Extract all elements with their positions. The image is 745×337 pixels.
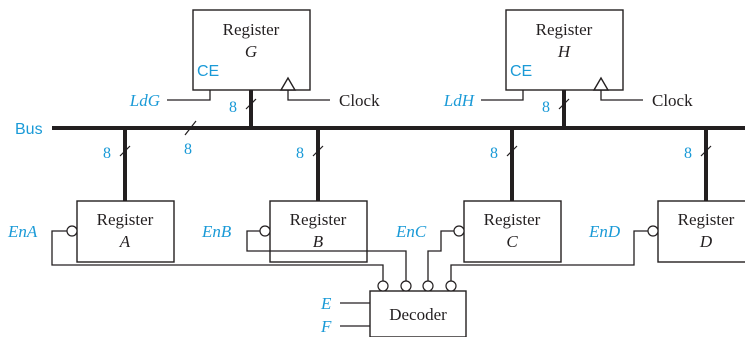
register-h-title: Register <box>536 20 593 39</box>
decoder-output-bubble-b <box>400 280 412 292</box>
register-c-name: C <box>506 232 518 251</box>
register-d: 8 Register D EnD <box>588 128 745 263</box>
register-h-box <box>505 9 624 91</box>
register-c-enable-bubble <box>453 225 465 237</box>
register-a: 8 Register A EnA <box>7 128 175 263</box>
register-a-width-tick <box>119 145 131 157</box>
register-c: 8 Register C EnC <box>395 128 562 263</box>
register-b-width-tick <box>312 145 324 157</box>
register-d-enable-label: EnD <box>588 222 621 241</box>
register-b-enable-label: EnB <box>201 222 232 241</box>
register-b: 8 Register B EnB <box>201 128 368 263</box>
register-h-clock-wire <box>600 90 643 101</box>
decoder-output-bubble-c <box>422 280 434 292</box>
bus-width-tick <box>184 120 197 136</box>
register-d-width-label: 8 <box>684 145 692 162</box>
register-a-enable-bubble <box>66 225 78 237</box>
register-g-width-label: 8 <box>229 99 237 116</box>
register-g-ce-label: CE <box>197 63 219 80</box>
register-b-name: B <box>313 232 324 251</box>
enable-a-wire <box>51 230 384 281</box>
register-h-ce-label: CE <box>510 63 532 80</box>
register-b-width-label: 8 <box>296 145 304 162</box>
decoder-output-bubble-d <box>445 280 457 292</box>
register-h-width-tick <box>558 98 570 110</box>
register-h-load-label: LdH <box>443 91 476 110</box>
register-h: Register H CE LdH Clock 8 <box>443 9 693 128</box>
register-g-load-label: LdG <box>129 91 160 110</box>
register-g: Register G CE LdG Clock 8 <box>129 9 380 128</box>
enable-d-wire <box>450 230 648 281</box>
enable-c-wire <box>427 230 454 281</box>
register-g-clock-wire <box>287 90 330 101</box>
bus-label: Bus <box>15 121 43 138</box>
decoder-output-bubble-a <box>377 280 389 292</box>
register-h-width-label: 8 <box>542 99 550 116</box>
register-c-enable-label: EnC <box>395 222 427 241</box>
register-d-enable-bubble <box>647 225 659 237</box>
register-d-box <box>657 200 745 263</box>
register-h-ce-wire <box>481 90 524 101</box>
register-a-title: Register <box>97 210 154 229</box>
register-a-name: A <box>119 232 131 251</box>
decoder-label: Decoder <box>389 305 447 324</box>
decoder: Decoder E F <box>320 280 467 337</box>
register-a-box <box>76 200 175 263</box>
register-g-width-tick <box>245 98 257 110</box>
enable-b-wire <box>246 230 407 281</box>
register-h-clock-label: Clock <box>652 91 693 110</box>
register-d-title: Register <box>678 210 735 229</box>
bus-width-label: 8 <box>184 141 192 158</box>
register-g-ce-wire <box>167 90 211 101</box>
register-c-width-tick <box>506 145 518 157</box>
register-c-title: Register <box>484 210 541 229</box>
register-b-title: Register <box>290 210 347 229</box>
decoder-input-f-label: F <box>320 317 332 336</box>
decoder-input-e-label: E <box>320 294 332 313</box>
register-d-name: D <box>699 232 713 251</box>
register-g-title: Register <box>223 20 280 39</box>
register-g-box <box>192 9 311 91</box>
register-h-name: H <box>557 42 572 61</box>
register-g-name: G <box>245 42 257 61</box>
register-c-width-label: 8 <box>490 145 498 162</box>
decoder-box <box>369 290 467 337</box>
register-g-clock-label: Clock <box>339 91 380 110</box>
register-a-enable-label: EnA <box>7 222 38 241</box>
register-b-enable-bubble <box>259 225 271 237</box>
register-d-width-tick <box>700 145 712 157</box>
register-a-width-label: 8 <box>103 145 111 162</box>
